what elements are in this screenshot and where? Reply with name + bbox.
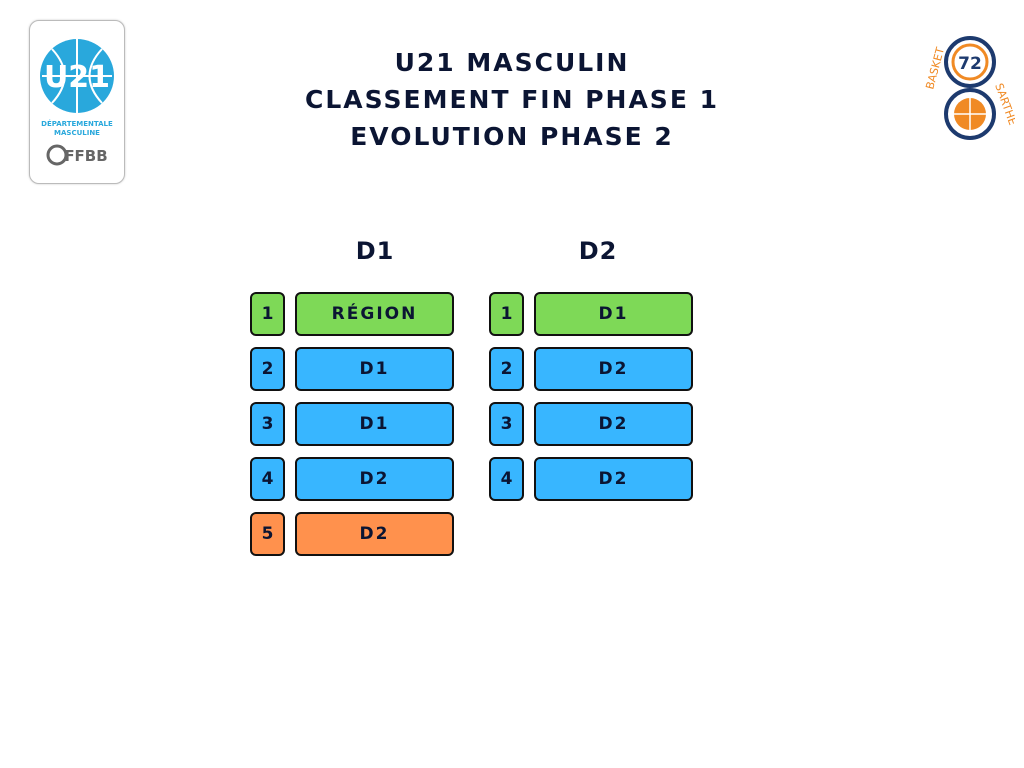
basket-sarthe-logo: 72 BASKET SARTHE (923, 30, 1019, 145)
rank-badge: 3 (489, 402, 524, 446)
svg-text:U21: U21 (44, 60, 110, 95)
rank-badge: 3 (250, 402, 285, 446)
u21-departementale-logo: U21 DÉPARTEMENTALE MASCULINE FFBB (29, 20, 125, 184)
svg-text:FFBB: FFBB (64, 147, 107, 165)
svg-text:72: 72 (958, 54, 982, 74)
rank-badge: 2 (250, 347, 285, 391)
svg-text:MASCULINE: MASCULINE (54, 129, 100, 137)
title-line-2: CLASSEMENT FIN PHASE 1 (304, 85, 719, 114)
page-title: U21 MASCULIN CLASSEMENT FIN PHASE 1 EVOL… (0, 44, 1024, 155)
division-heading: D2 (578, 237, 618, 265)
title-line-3: EVOLUTION PHASE 2 (350, 122, 674, 151)
rank-badge: 4 (489, 457, 524, 501)
rank-badge: 1 (250, 292, 285, 336)
destination-box: D1 (295, 347, 454, 391)
rank-badge: 5 (250, 512, 285, 556)
rank-badge: 1 (489, 292, 524, 336)
title-line-1: U21 MASCULIN (394, 48, 630, 77)
destination-box: D1 (534, 292, 693, 336)
destination-box: D2 (534, 347, 693, 391)
destination-box: D2 (295, 457, 454, 501)
destination-box: D2 (534, 457, 693, 501)
rank-badge: 2 (489, 347, 524, 391)
destination-box: RÉGION (295, 292, 454, 336)
division-heading: D1 (355, 237, 395, 265)
rank-badge: 4 (250, 457, 285, 501)
destination-box: D1 (295, 402, 454, 446)
destination-box: D2 (295, 512, 454, 556)
destination-box: D2 (534, 402, 693, 446)
svg-text:DÉPARTEMENTALE: DÉPARTEMENTALE (41, 119, 113, 128)
